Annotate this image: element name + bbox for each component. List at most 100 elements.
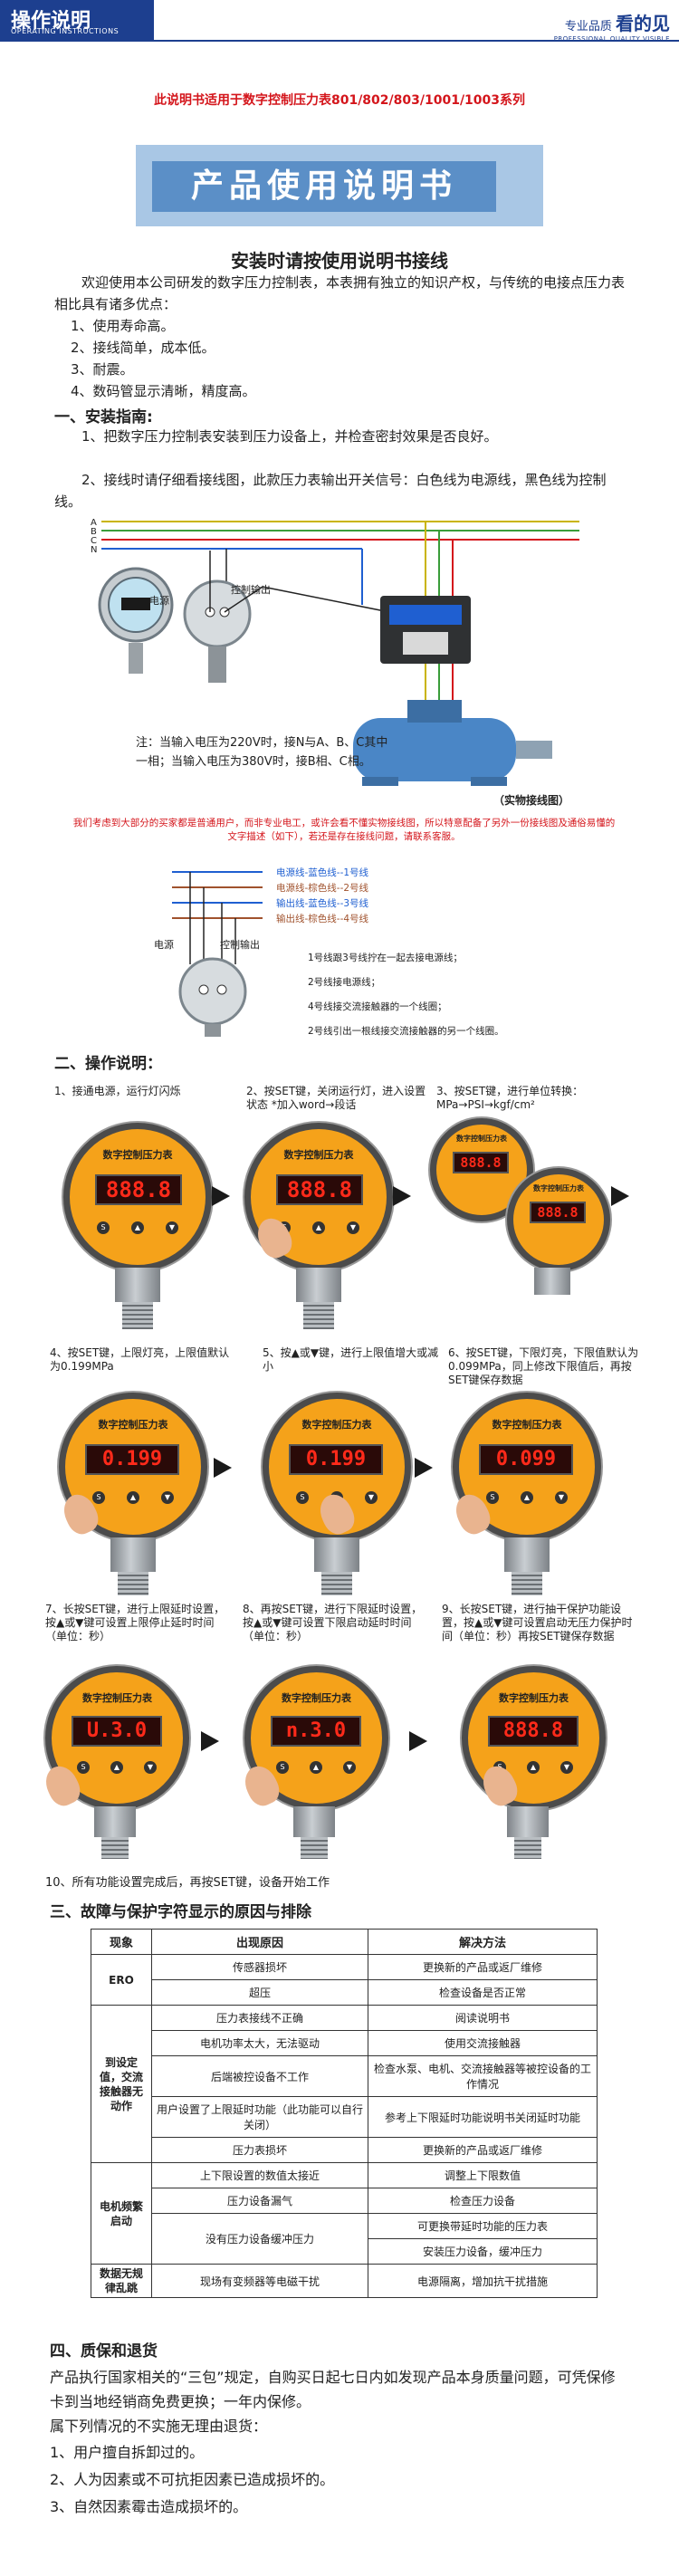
- up-key[interactable]: ▲: [110, 1761, 123, 1774]
- warranty-text: 产品执行国家相关的“三包”规定，自购买日起七日内如发现产品本身质量问题，可凭保修…: [50, 2369, 616, 2410]
- gauge-display: 0.199: [85, 1444, 179, 1475]
- solution-cell: 阅读说明书: [368, 2005, 598, 2031]
- phenomenon-cell: 数据无规律乱跳: [91, 2264, 152, 2298]
- simple-wiring-note: 我们考虑到大部分的买家都是普通用户，而非专业电工，或许会看不懂实物接线图，所以特…: [72, 818, 616, 842]
- wire-note: 4号线接交流接触器的一个线圈；: [308, 1001, 447, 1012]
- pressure-gauge: 数字控制压力表 0.199 S ▲ ▼: [59, 1393, 207, 1541]
- phase-label: B: [91, 527, 97, 537]
- pressure-gauge: 数字控制压力表 U.3.0 S▲▼: [45, 1666, 189, 1810]
- gauge-label: 数字控制压力表: [456, 1135, 507, 1143]
- control-output-label: 控制输出: [231, 584, 271, 596]
- wire-note: 1号线跟3号线拧在一起去接电源线；: [308, 953, 463, 963]
- install-step: 1、把数字压力控制表安装到压力设备上，并检查密封效果是否良好。: [81, 428, 498, 445]
- solution-cell: 调整上下限数值: [368, 2162, 598, 2188]
- down-key[interactable]: ▼: [161, 1491, 174, 1504]
- op-step-text: 6、按SET键，下限灯亮，下限值默认为0.099MPa，同上修改下限值后，再按S…: [448, 1346, 639, 1386]
- gauge-stem: [110, 1537, 156, 1572]
- down-key[interactable]: ▼: [555, 1491, 568, 1504]
- down-key[interactable]: ▼: [343, 1761, 356, 1774]
- cause-cell: 超压: [151, 1979, 368, 2006]
- up-key[interactable]: ▲: [312, 1221, 325, 1234]
- cause-cell: 压力表接线不正确: [151, 2005, 368, 2031]
- down-key[interactable]: ▼: [347, 1221, 359, 1234]
- wiring-diagram: A B C N: [91, 518, 579, 786]
- feature-item: 1、使用寿命高。: [71, 318, 175, 334]
- banner-title: 产品使用说明书: [152, 161, 496, 212]
- motor: [353, 700, 552, 786]
- wiring-note: 注：当输入电压为220V时，接N与A、B、C其中一相；当输入电压为380V时，接…: [136, 736, 388, 769]
- wire-notes: 1号线跟3号线拧在一起去接电源线； 2号线接电源线； 4号线接交流接触器的一个线…: [308, 946, 504, 1044]
- phase-label: A: [91, 518, 97, 528]
- brand-prefix: 专业品质: [564, 20, 612, 34]
- op-step-text: 7、长按SET键，进行上限延时设置，按▲或▼键可设置上限停止延时时间（单位：秒）: [45, 1603, 225, 1642]
- solution-cell: 可更换带延时功能的压力表: [368, 2213, 598, 2239]
- table-header-row: 现象 出现原因 解决方法: [91, 1929, 598, 1955]
- arrow-right-icon: [214, 1458, 232, 1478]
- op-step-text: 9、长按SET键，进行抽干保护功能设置，按▲或▼键可设置启动无压力保护时间（单位…: [442, 1603, 633, 1642]
- gauge-display: 888.8: [530, 1202, 586, 1223]
- set-key[interactable]: S: [77, 1761, 90, 1774]
- exclusion-item: 2、人为因素或不可抗拒因素已造成损坏的。: [50, 2471, 335, 2488]
- table-header: 出现原因: [151, 1929, 368, 1955]
- arrow-right-icon: [212, 1186, 230, 1206]
- gauge-label: 数字控制压力表: [98, 1419, 168, 1431]
- set-key[interactable]: S: [296, 1491, 309, 1504]
- up-key[interactable]: ▲: [127, 1491, 139, 1504]
- pressure-gauge-small: 数字控制压力表 888.8: [430, 1118, 533, 1221]
- up-key[interactable]: ▲: [527, 1761, 540, 1774]
- page-header: 操作说明 OPERATING INSTRUCTIONS 专业品质 看的见 PRO…: [0, 0, 679, 54]
- gauge-keys: S ▲ ▼: [92, 1491, 174, 1504]
- gauge-display: 888.8: [95, 1174, 182, 1205]
- section-warranty-title: 四、质保和退货: [50, 2342, 158, 2361]
- cause-cell: 后端被控设备不工作: [151, 2055, 368, 2097]
- gauge-label: 数字控制压力表: [533, 1184, 584, 1192]
- table-row: 没有压力设备缓冲压力 可更换带延时功能的压力表: [91, 2213, 598, 2265]
- feature-item: 2、接线简单，成本低。: [71, 340, 215, 356]
- header-title: 操作说明: [11, 10, 91, 33]
- wire-note: 2号线引出一根线接交流接触器的另一个线圈。: [308, 1026, 504, 1037]
- up-key[interactable]: ▲: [310, 1761, 322, 1774]
- solution-cell: 参考上下限延时功能说明书关闭延时功能: [368, 2096, 598, 2138]
- down-key[interactable]: ▼: [144, 1761, 157, 1774]
- set-key[interactable]: S: [486, 1491, 499, 1504]
- down-key[interactable]: ▼: [365, 1491, 378, 1504]
- pressure-gauge-small: 数字控制压力表 888.8: [507, 1168, 610, 1271]
- gauge-label: 数字控制压力表: [301, 1419, 372, 1431]
- gauge-keys: S ▲ ▼: [486, 1491, 568, 1504]
- op-step-text: 8、再按SET键，进行下限延时设置，按▲或▼键可设置下限启动延时时间（单位：秒）: [243, 1603, 423, 1642]
- gauge-thread: [321, 1572, 352, 1595]
- solution-cell: 更换新的产品或返厂维修: [368, 1954, 598, 1980]
- gauge-stem: [314, 1537, 359, 1572]
- gauge-keys: S ▲ ▼: [276, 1761, 356, 1774]
- table-row: 到设定值，交流接触器无动作 压力表接线不正确 阅读说明书: [91, 2005, 598, 2163]
- op-step-text: 4、按SET键，上限灯亮，上限值默认为0.199MPa: [50, 1346, 230, 1373]
- install-step: 2、接线时请仔细看接线图，此款压力表输出开关信号：白色线为电源线，黑色线为控制线…: [54, 472, 607, 510]
- solution-cell: 检查水泵、电机、交流接触器等被控设备的工作情况: [368, 2055, 598, 2097]
- applicability-note: 此说明书适用于数字控制压力表801/802/803/1001/1003系列: [153, 93, 526, 108]
- gauge-display: 888.8: [276, 1174, 363, 1205]
- gauge-keys: S▲▼: [278, 1221, 359, 1234]
- gauge-label: 数字控制压力表: [499, 1692, 569, 1704]
- up-key[interactable]: ▲: [131, 1221, 144, 1234]
- set-key[interactable]: S: [276, 1761, 289, 1774]
- table-row: 电机频繁启动 上下限设置的数值太接近 调整上下限数值: [91, 2162, 598, 2265]
- down-key[interactable]: ▼: [166, 1221, 178, 1234]
- gauge-thread: [512, 1572, 542, 1595]
- set-key[interactable]: S: [97, 1221, 110, 1234]
- up-key[interactable]: ▲: [521, 1491, 533, 1504]
- gauge-display: 888.8: [453, 1152, 509, 1173]
- set-key[interactable]: S: [92, 1491, 105, 1504]
- gauge-stem: [296, 1268, 341, 1302]
- gauge-keys: S ▲ ▼: [77, 1761, 157, 1774]
- cause-cell: 上下限设置的数值太接近: [151, 2162, 368, 2188]
- wire-color-item: 电源线-棕色线--2号线: [276, 883, 369, 894]
- wire-color-item: 电源线-蓝色线--1号线: [276, 867, 369, 878]
- header-title-block: 操作说明 OPERATING INSTRUCTIONS: [0, 0, 154, 40]
- solution-cell: 检查压力设备: [368, 2188, 598, 2214]
- table-row: ERO 传感器损坏 更换新的产品或返厂维修: [91, 1954, 598, 2006]
- solution-cell: 安装压力设备，缓冲压力: [368, 2238, 598, 2265]
- phase-label: C: [91, 536, 97, 546]
- down-key[interactable]: ▼: [560, 1761, 573, 1774]
- arrow-right-icon: [611, 1186, 629, 1206]
- solution-cell: 更换新的产品或返厂维修: [368, 2137, 598, 2163]
